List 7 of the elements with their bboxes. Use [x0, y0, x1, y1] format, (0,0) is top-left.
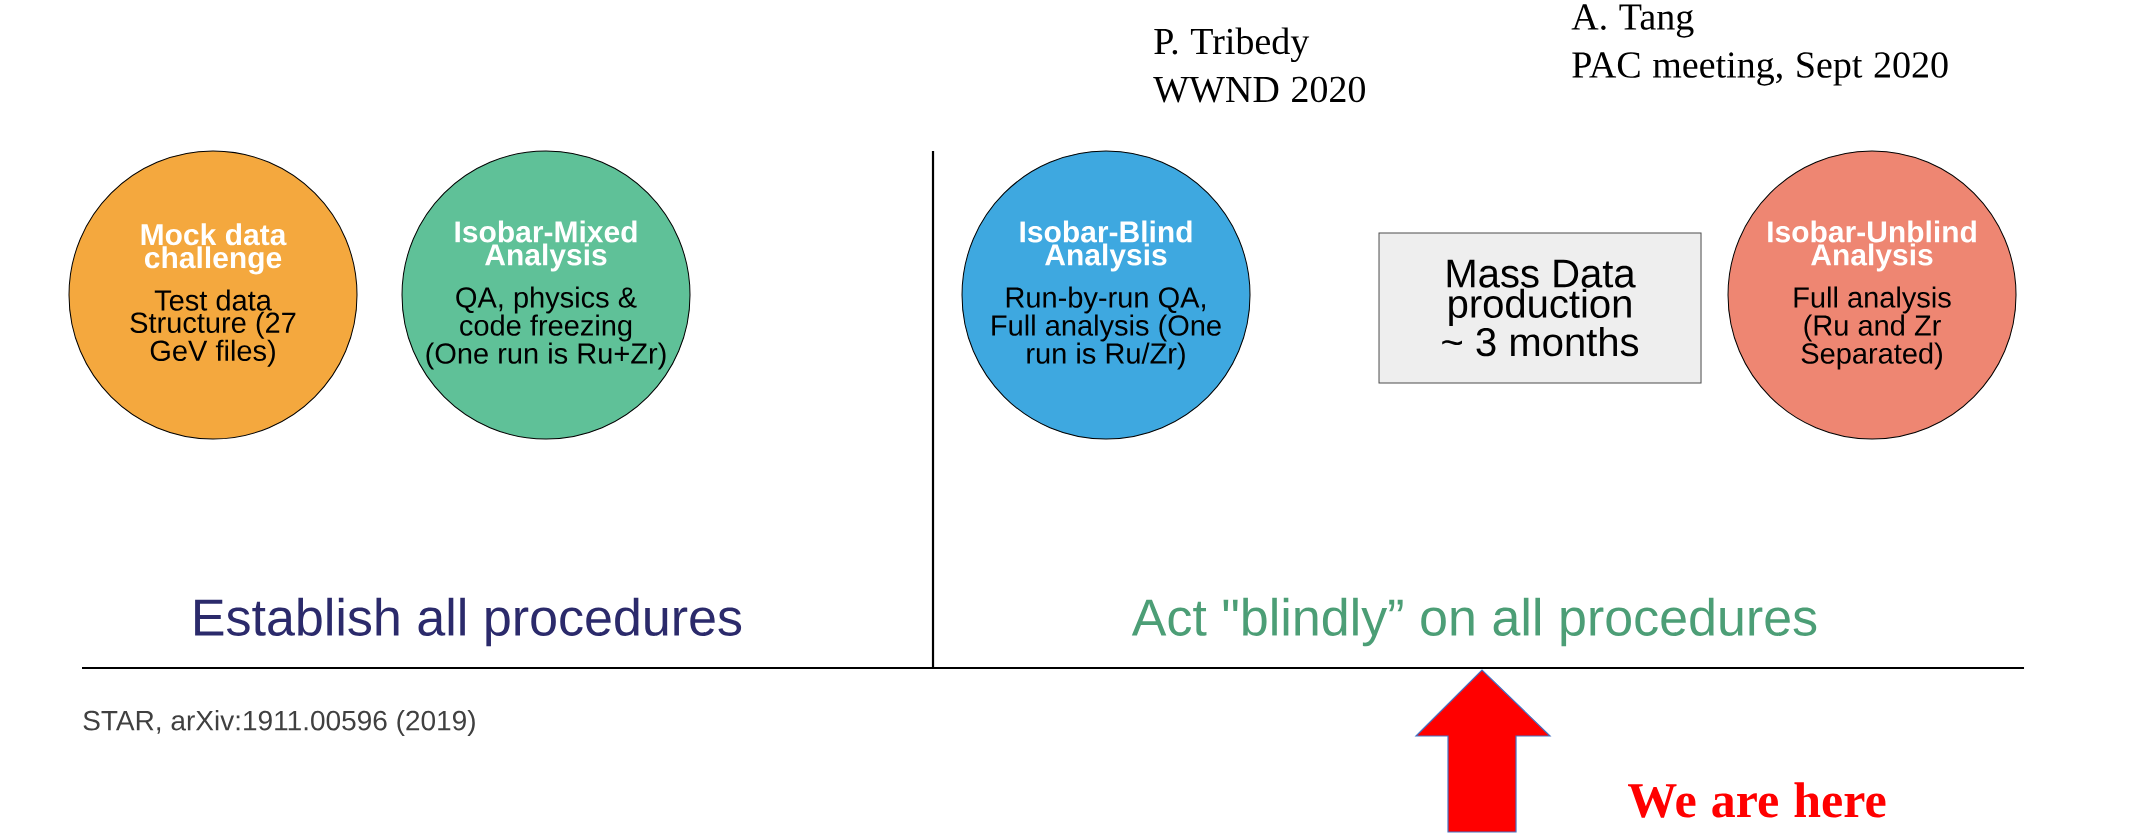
status-note: We are here — [1628, 782, 1886, 818]
author-note: P. Tribedy WWND 2020 — [1153, 27, 1365, 103]
process-box: Mass Data production ~ 3 months — [1378, 232, 1702, 384]
section-caption: Establish all procedures — [195, 597, 742, 647]
citation-text: STAR, arXiv:1911.00596 (2019) — [83, 710, 475, 737]
section-caption: Act "blindly” on all procedures — [1131, 597, 1817, 647]
author-note: A. Tang PAC meeting, Sept 2020 — [1571, 4, 1948, 86]
